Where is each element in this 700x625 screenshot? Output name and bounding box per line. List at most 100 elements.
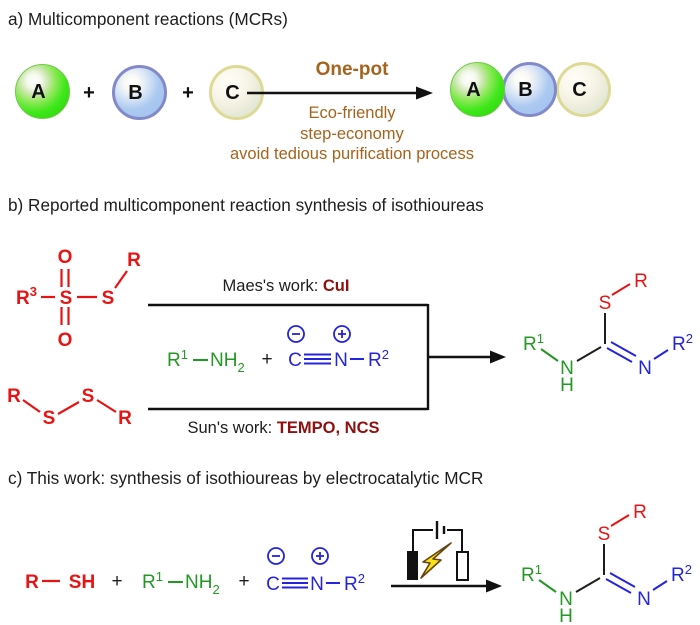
atom-s: S — [43, 408, 56, 429]
plus-sign: + — [83, 82, 95, 104]
maes-label-text: Maes's work: — [222, 277, 323, 295]
bond — [22, 399, 41, 413]
atom-n: N — [637, 589, 651, 610]
atom-sh: SH — [69, 572, 95, 593]
atom-r2: R2 — [671, 562, 692, 586]
arrowhead-icon — [486, 579, 502, 593]
bond — [576, 346, 602, 362]
atom-n: N — [334, 350, 348, 371]
atom-r: R — [25, 572, 39, 593]
atom-s: S — [82, 386, 95, 407]
panel-b-heading: b) Reported multicomponent reaction synt… — [8, 195, 484, 215]
product-sphere-a-label: A — [466, 79, 481, 101]
panel-a-heading: a) Multicomponent reactions (MCRs) — [8, 9, 288, 29]
bond — [96, 399, 117, 413]
atom-s: S — [102, 288, 115, 309]
product-sphere-c: C — [556, 62, 611, 117]
amine-c-structure: R1 NH2 — [142, 569, 220, 597]
bond — [653, 349, 669, 360]
plus-charge-icon — [333, 325, 351, 343]
product-sphere-c-label: C — [572, 79, 587, 101]
double-bond — [605, 578, 632, 594]
panel-a-arrow — [247, 86, 433, 100]
double-bond — [610, 341, 637, 357]
sphere-a: A — [15, 64, 70, 119]
bond — [538, 579, 557, 593]
atom-o: O — [58, 247, 73, 268]
bond — [575, 577, 601, 593]
benefit-line: step-economy — [300, 124, 404, 143]
bond — [540, 348, 559, 362]
one-pot-label: One-pot — [315, 59, 389, 80]
amine-b-structure: R1 NH2 — [167, 347, 245, 375]
cathode-electrode — [407, 551, 418, 580]
double-bond — [609, 572, 636, 588]
electrochemical-cell-icon — [391, 521, 502, 593]
reaction-bracket — [148, 303, 506, 411]
atom-r1: R1 — [523, 331, 544, 355]
wire — [412, 529, 433, 552]
plus-sign: + — [261, 349, 272, 370]
atom-nh2: NH2 — [185, 572, 220, 597]
sun-work-label: Sun's work: TEMPO, NCS — [146, 419, 421, 438]
isothiourea-product-b: R1 N H S R N R2 — [523, 271, 693, 396]
panel-c-heading: c) This work: synthesis of isothioureas … — [8, 468, 484, 488]
arrowhead-icon — [416, 86, 433, 100]
product-sphere-b-label: B — [518, 79, 533, 101]
atom-s: S — [60, 288, 73, 309]
benefits-text: Eco-friendly step-economy avoid tedious … — [182, 103, 522, 165]
atom-o: O — [58, 330, 73, 351]
product-sphere-b: B — [502, 62, 557, 117]
atom-s: S — [599, 293, 612, 314]
sphere-a-label: A — [31, 81, 46, 103]
thiol-structure: R SH — [25, 572, 95, 593]
isothiourea-product-c: R1 N H S R N R2 — [521, 502, 692, 625]
anode-electrode — [456, 551, 469, 581]
atom-n: N — [310, 574, 324, 595]
atom-n: N — [559, 589, 573, 610]
atom-r3: R3 — [16, 284, 37, 309]
benefit-line: Eco-friendly — [308, 104, 396, 122]
atom-h: H — [560, 375, 574, 396]
atom-r: R — [118, 408, 132, 429]
plus-charge-icon — [311, 547, 329, 565]
atom-n: N — [638, 358, 652, 379]
atom-r2: R2 — [672, 331, 693, 355]
disulfide-structure: R S S R — [7, 386, 132, 429]
atom-r: R — [7, 386, 21, 407]
atom-r: R — [633, 502, 647, 523]
bond — [57, 401, 80, 415]
lightning-bolt-icon — [420, 542, 452, 579]
benefit-line: avoid tedious purification process — [230, 145, 474, 163]
wire — [447, 529, 463, 552]
atom-h: H — [559, 606, 573, 625]
atom-c: C — [288, 350, 302, 371]
product-sphere-a: A — [450, 62, 505, 117]
minus-charge-icon — [287, 325, 305, 343]
atom-c: C — [266, 574, 280, 595]
atom-r1: R1 — [521, 562, 542, 586]
atom-n: N — [560, 358, 574, 379]
sphere-b: B — [112, 65, 167, 120]
minus-charge-icon — [267, 547, 285, 565]
sphere-c-label: C — [225, 82, 240, 104]
bond — [611, 283, 631, 296]
maes-reagent: CuI — [322, 277, 350, 295]
double-bond — [606, 347, 633, 363]
isocyanide-c-structure: C N R2 — [266, 547, 365, 595]
atom-r2: R2 — [368, 347, 389, 371]
plus-sign: + — [111, 571, 122, 592]
atom-nh2: NH2 — [210, 350, 245, 375]
sun-label-text: Sun's work: — [187, 419, 277, 437]
maes-work-label: Maes's work: CuI — [156, 277, 416, 296]
plus-sign: + — [182, 82, 194, 104]
arrowhead-icon — [490, 350, 506, 364]
atom-r1: R1 — [142, 569, 163, 593]
sphere-b-label: B — [128, 82, 143, 104]
isocyanide-b-structure: C N R2 — [287, 325, 389, 371]
atom-s: S — [598, 524, 611, 545]
atom-r1: R1 — [167, 347, 188, 371]
plus-sign: + — [238, 571, 249, 592]
thiosulfonate-structure: R3 S S O O R — [16, 247, 141, 351]
